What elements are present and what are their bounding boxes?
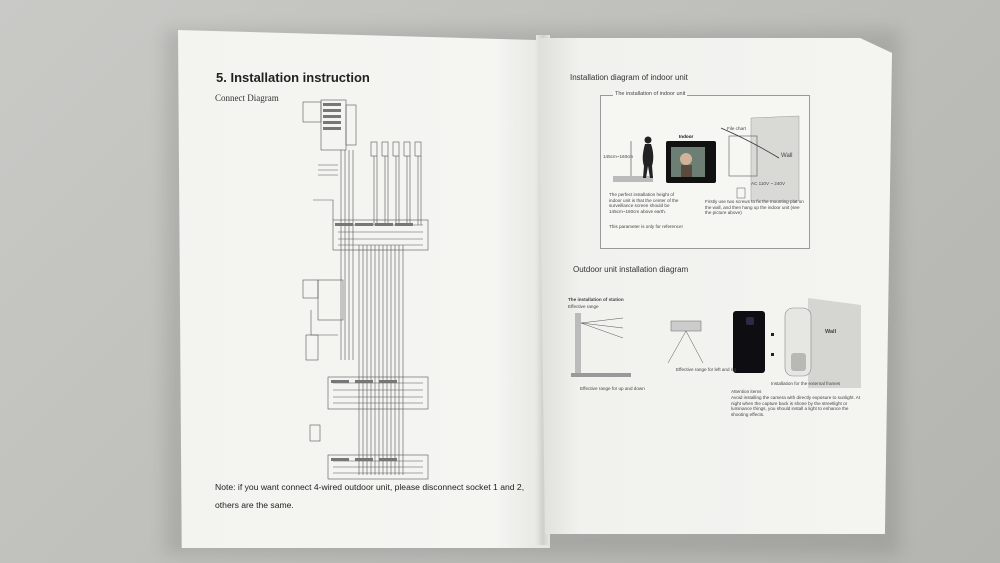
attention-title: Attention items [731,389,762,394]
page-subtitle: Connect Diagram [215,93,279,103]
outdoor-diagram-title: Outdoor unit installation diagram [573,265,689,274]
station-label: The installation of station [568,297,624,302]
indoor-description: The perfect installation height of indoo… [609,192,679,214]
right-page: Installation diagram of indoor unit The … [538,38,892,534]
page-title: 5. Installation instruction [216,70,370,85]
indoor-mount-text: Firstly use two screws to fix the mounti… [705,199,804,215]
wall-label: Wall [781,153,793,159]
outdoor-wall-label: Wall [825,329,837,335]
outdoor-installation-area: The installation of station Effective ra… [563,293,863,423]
indoor-diagram-title: Installation diagram of indoor unit [570,73,688,82]
indoor-reference: This parameter is only for reference! [609,224,683,229]
file-chart-label: File chart [727,126,746,131]
range-left-right-label: Effective range for left and rig [676,367,736,372]
effective-range-label: Effective range [568,304,599,309]
left-page: 5. Installation instruction Connect Diag… [178,30,550,548]
indoor-installation-box: The installation of indoor unit Indoor F… [600,91,810,249]
attention-text: Avoid installing the camera with directl… [731,395,861,417]
indoor-box-label: The installation of indoor unit [613,91,688,97]
outdoor-installation-illustration [571,298,861,388]
connect-diagram [302,99,429,480]
connection-note: Note: if you want connect 4-wired outdoo… [215,482,525,510]
indoor-installation-illustration [613,115,800,202]
range-up-down-label: Effective range for up and down [580,386,645,391]
external-frame-label: Installation for the external frames [771,381,841,386]
ac-label: AC 110V ~ 240V [751,181,786,186]
height-label: 145cm~160cm [603,154,634,159]
indoor-label: Indoor [679,134,694,139]
